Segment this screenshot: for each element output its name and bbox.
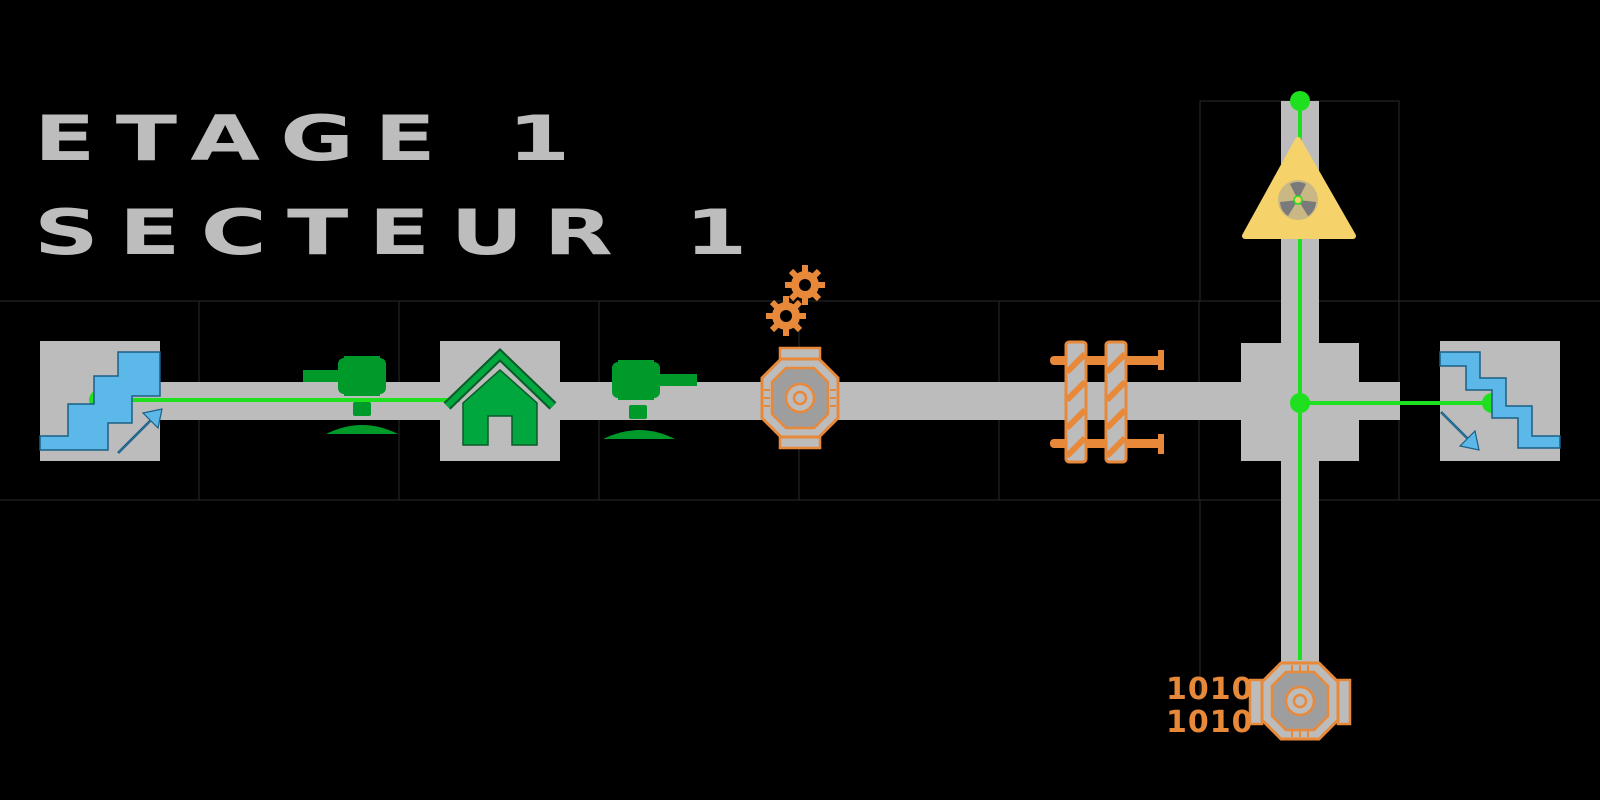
route-node-north[interactable]	[1290, 91, 1310, 111]
stairs-up-icon[interactable]	[39, 351, 163, 454]
door-icon[interactable]	[760, 346, 840, 450]
radiation-icon[interactable]	[1242, 137, 1356, 239]
turret-icon[interactable]	[603, 360, 697, 439]
door-icon[interactable]	[1248, 661, 1352, 741]
terminal-code-line-1: 1010	[1166, 672, 1254, 707]
turret-icon[interactable]	[303, 356, 398, 434]
floor-title: ETAGE 1	[34, 102, 591, 175]
sector-title: SECTEUR 1	[34, 196, 768, 269]
home-icon[interactable]	[443, 348, 557, 446]
terminal-code-line-2: 1010	[1166, 705, 1254, 740]
gears-icon	[766, 265, 825, 336]
stairs-down-icon[interactable]	[1439, 351, 1561, 451]
barrier-icon[interactable]	[1050, 340, 1164, 464]
route-node-junction[interactable]	[1290, 393, 1310, 413]
